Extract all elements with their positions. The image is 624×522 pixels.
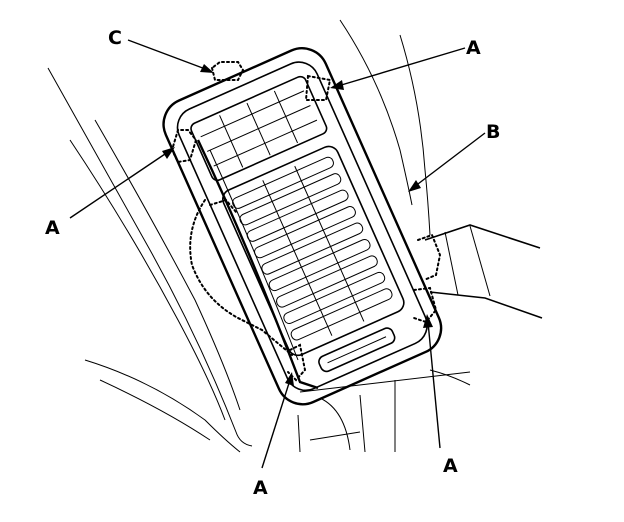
leader-lines <box>69 39 486 469</box>
body-structure <box>47 19 543 453</box>
vent-grille <box>162 47 443 406</box>
louver-slats <box>232 156 393 341</box>
hidden-clips <box>170 61 442 382</box>
grille-edge <box>196 139 319 390</box>
callout-labels: C A B A A A <box>45 27 500 499</box>
callout-a-top-right: A <box>466 37 481 59</box>
callout-a-bottom-right: A <box>443 455 458 477</box>
callout-a-left: A <box>45 217 60 239</box>
callout-c: C <box>108 27 122 49</box>
callout-a-bottom-left: A <box>253 477 268 499</box>
callout-b: B <box>486 121 500 143</box>
